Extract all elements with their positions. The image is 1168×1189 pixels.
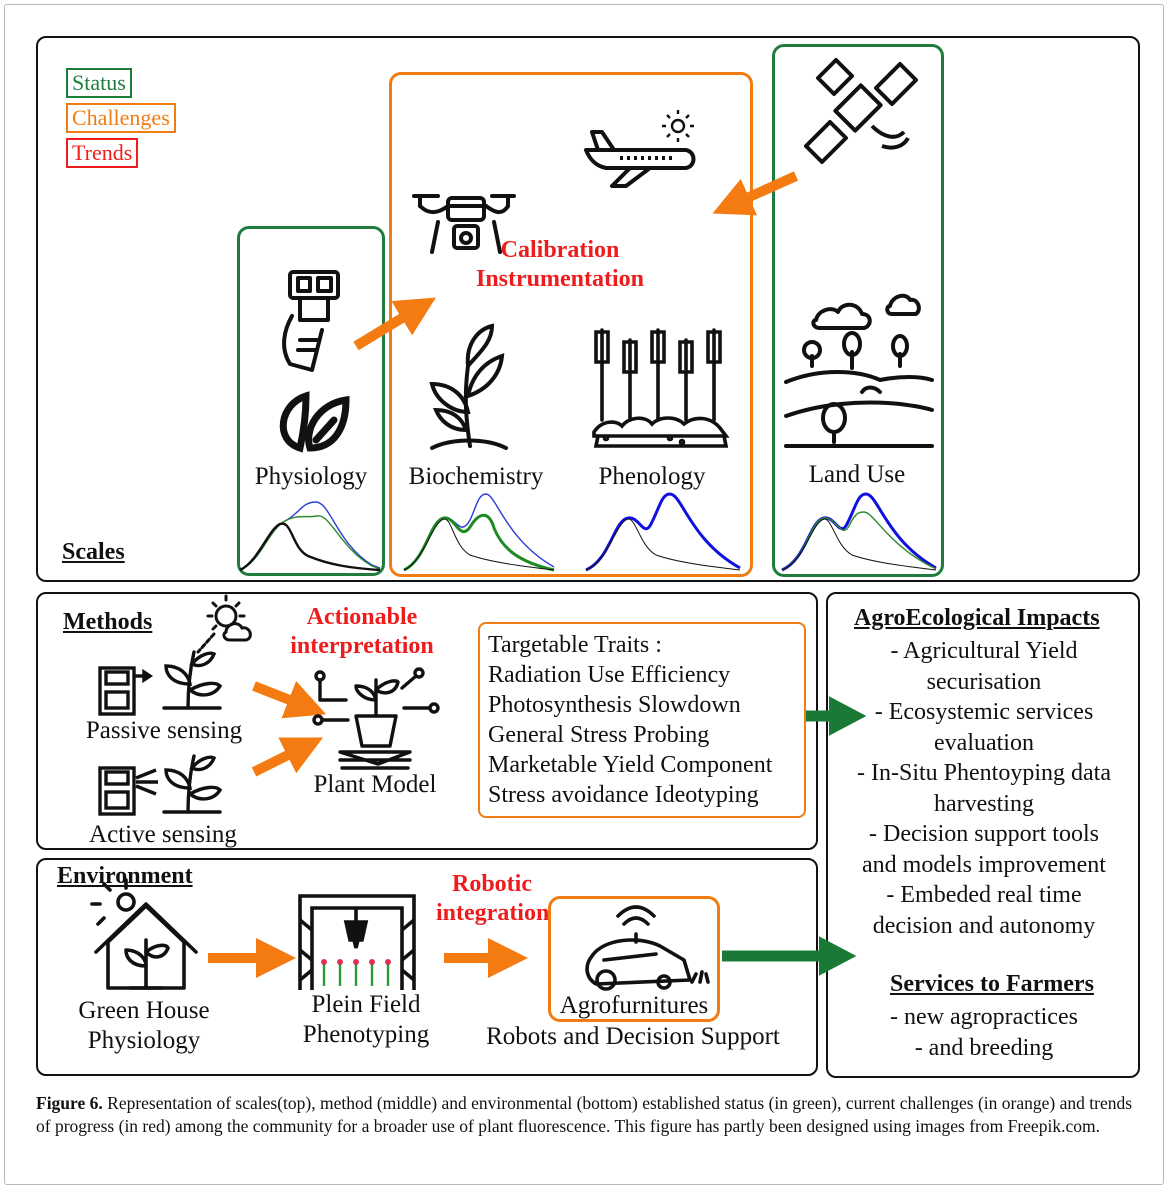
phenotyping-gantry-icon [298, 894, 416, 990]
biochemistry-label: Biochemistry [408, 463, 544, 490]
handheld-sensor-icon [282, 270, 340, 372]
phenology-label: Phenology [598, 463, 706, 490]
calibration-trend: Calibration Instrumentation [470, 236, 650, 295]
greenhouse-label: Green House Physiology [64, 996, 224, 1056]
passive-sensing-label: Passive sensing [85, 717, 243, 744]
fluorescence-curve-phenology [585, 492, 741, 572]
sensor-passive-icon [98, 666, 154, 716]
field-label: Plein Field Phenotyping [294, 990, 438, 1050]
seedling-row-icon [321, 959, 391, 986]
field-line: Plein Field [311, 991, 421, 1018]
impact-item: - In-Situ Phentoyping data [857, 760, 1111, 786]
physiology-label: Physiology [254, 463, 368, 490]
figure-caption: Figure 6. Representation of scales(top),… [36, 1092, 1136, 1138]
impact-item: - Embeded real time [886, 882, 1082, 908]
impact-item: harvesting [934, 790, 1034, 817]
leaf-icon [279, 391, 350, 453]
sensor-active-icon [98, 766, 158, 816]
sun-icon [662, 110, 694, 142]
field-line: Phenotyping [302, 1021, 430, 1048]
trait-item: Stress avoidance Ideotyping [488, 782, 759, 808]
fluorescence-curve-landuse [781, 492, 937, 572]
seedling-icon [429, 323, 508, 450]
impact-item: - Decision support tools [869, 821, 1099, 847]
agrofurnitures-box [548, 896, 720, 1022]
robot-mower-icon [585, 905, 710, 991]
plant-model-icon [312, 667, 440, 770]
drone-icon [412, 194, 516, 254]
instrumentation-text: Instrumentation [475, 266, 644, 293]
robots-label: Robots and Decision Support [486, 1023, 780, 1050]
impact-item: - Agricultural Yield [890, 638, 1078, 664]
services-list: - new agropractices - and breeding [836, 1002, 1132, 1063]
plant-model-label: Plant Model [313, 771, 437, 798]
impacts-header: AgroEcological Impacts [854, 605, 1100, 631]
plant-passive-icon [162, 650, 223, 710]
landuse-label: Land Use [808, 461, 906, 488]
trait-item: Marketable Yield Component [488, 752, 773, 778]
active-sensing-label: Active sensing [89, 821, 237, 848]
trait-item: General Stress Probing [488, 722, 710, 748]
scales-header: Scales [62, 539, 125, 565]
greenhouse-line: Physiology [87, 1027, 201, 1054]
traits-title: Targetable Traits : [488, 632, 662, 658]
caption-label: Figure 6. [36, 1093, 103, 1113]
integration-text: integration [436, 900, 550, 927]
robotic-trend: Robotic integration [436, 870, 550, 929]
physiology-status-box [237, 226, 385, 576]
scales-panel [36, 36, 1140, 582]
methods-header: Methods [63, 609, 153, 635]
satellite-icon [804, 58, 918, 164]
legend-challenges: Challenges [66, 103, 176, 134]
fluorescence-curve-biochemistry [403, 493, 555, 572]
figure-frame [4, 4, 1164, 1185]
service-item: - new agropractices [890, 1004, 1078, 1030]
greenhouse-line: Green House [78, 997, 210, 1024]
sun-cloud-icon [196, 594, 252, 654]
impact-item: evaluation [934, 729, 1034, 756]
legend-status: Status [66, 68, 132, 99]
agrofurnitures-label: Agrofurnitures [559, 992, 709, 1019]
actionable-text: Actionable [306, 604, 418, 630]
impact-item: decision and autonomy [872, 912, 1096, 939]
arrow-orange [208, 171, 799, 978]
landscape-icon [784, 293, 934, 448]
calibration-text: Calibration [500, 237, 620, 263]
legend-trends: Trends [66, 138, 139, 169]
greenhouse-icon [90, 878, 198, 990]
caption-text: Representation of scales(top), method (m… [36, 1093, 1133, 1136]
plant-active-icon [162, 754, 223, 814]
airplane-icon [584, 130, 696, 188]
impacts-list: - Agricultural Yield securisation - Ecos… [836, 636, 1132, 941]
service-item: - and breeding [914, 1034, 1054, 1061]
landuse-status-box [772, 44, 944, 577]
trait-item: Photosynthesis Slowdown [488, 692, 741, 718]
methods-panel [36, 592, 818, 850]
arrow-green [722, 696, 867, 976]
impact-item: - Ecosystemic services [874, 699, 1094, 725]
impact-item: securisation [926, 668, 1042, 695]
trait-item: Radiation Use Efficiency [488, 662, 731, 688]
targetable-traits-box: Targetable Traits : Radiation Use Effici… [478, 622, 806, 818]
fluorescence-curve-physiology [239, 501, 381, 572]
wheat-field-icon [592, 328, 730, 448]
actionable-trend: Actionable interpretation [276, 603, 448, 662]
services-header: Services to Farmers [890, 971, 1094, 997]
impacts-panel [826, 592, 1140, 1078]
robotic-text: Robotic [452, 871, 532, 897]
impact-item: and models improvement [862, 851, 1106, 878]
interpretation-text: interpretation [290, 633, 434, 660]
